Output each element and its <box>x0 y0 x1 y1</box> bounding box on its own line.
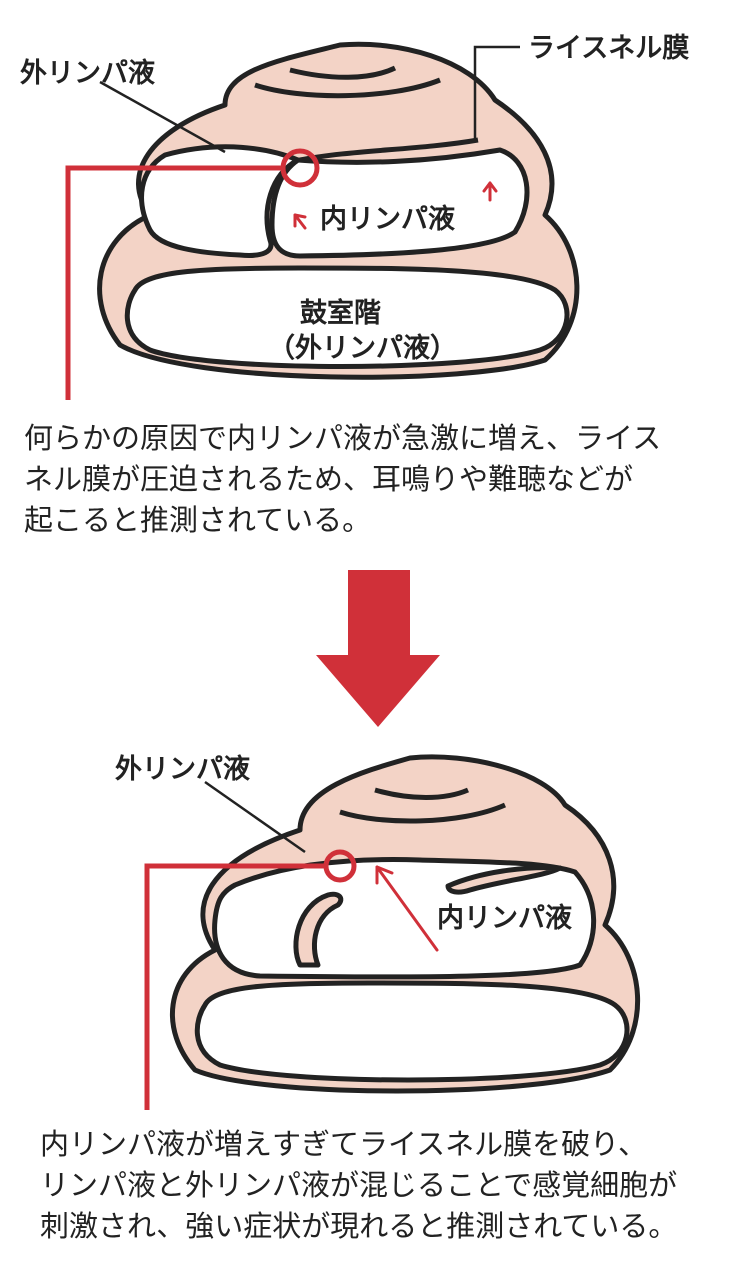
label-endolymph-top: 内リンパ液 <box>320 204 455 235</box>
label-outer-perilymph-top: 外リンパ液 <box>20 58 155 89</box>
cochlea-bottom-apex-curl <box>374 787 469 800</box>
reissner-highlight-top <box>65 148 320 400</box>
rupture-leader-bottom <box>144 863 326 1110</box>
cochlea-top <box>97 41 580 380</box>
caption-top-line: ネル膜が圧迫されるため、耳鳴りや難聴などが <box>24 462 634 496</box>
label-reissner-membrane: ライスネル膜 <box>528 33 689 64</box>
cochlea-top-apex-curl <box>289 65 397 80</box>
leader-reissner-top <box>473 45 520 142</box>
label-scala-tympani-sub: （外リンパ液） <box>268 333 457 364</box>
rupture-arrow-bottom <box>375 865 439 952</box>
leader-perilymph-bottom <box>204 780 306 854</box>
label-scala-tympani: 鼓室階 <box>300 297 381 329</box>
caption-bottom-line: 内リンパ液が増えすぎてライスネル膜を破り、 <box>40 1127 647 1161</box>
label-leaders-top <box>99 45 520 154</box>
pressure-arrow-left <box>293 213 307 230</box>
pressure-arrow-right <box>482 181 498 202</box>
caption-bottom-line: リンパ液と外リンパ液が混じることで感覚細胞が <box>40 1168 678 1202</box>
caption-bottom: 内リンパ液が増えすぎてライスネル膜を破り、 リンパ液と外リンパ液が混じることで感… <box>40 1124 677 1247</box>
label-leaders-bottom <box>204 780 306 854</box>
pressure-arrows-top <box>293 181 498 230</box>
caption-top-line: 起こると推測されている。 <box>24 503 372 537</box>
cochlea-top-apex-line <box>254 77 441 99</box>
cochlea-top-inner-line <box>299 137 479 163</box>
reissner-highlight-bottom <box>144 849 439 1110</box>
label-endolymph-bottom: 内リンパ液 <box>437 903 572 934</box>
scala-media-top <box>269 147 530 259</box>
reissner-leader-top <box>65 165 283 400</box>
torn-membrane-right <box>445 865 563 895</box>
cochlea-bottom-apex-line <box>339 802 507 824</box>
scala-tympani-top <box>124 265 570 369</box>
down-arrow <box>316 570 440 727</box>
label-outer-perilymph-bottom: 外リンパ液 <box>115 754 250 785</box>
leader-perilymph-top <box>99 80 226 154</box>
caption-top: 何らかの原因で内リンパ液が急激に増え、ライス ネル膜が圧迫されるため、耳鳴りや難… <box>24 418 661 541</box>
scala-tympani-bottom <box>194 980 630 1083</box>
torn-membrane-left <box>293 891 344 968</box>
scala-vestibuli-top <box>139 144 301 258</box>
caption-top-line: 何らかの原因で内リンパ液が急激に増え、ライス <box>24 421 662 455</box>
caption-bottom-line: 刺激され、強い症状が現れると推測されている。 <box>40 1209 678 1243</box>
